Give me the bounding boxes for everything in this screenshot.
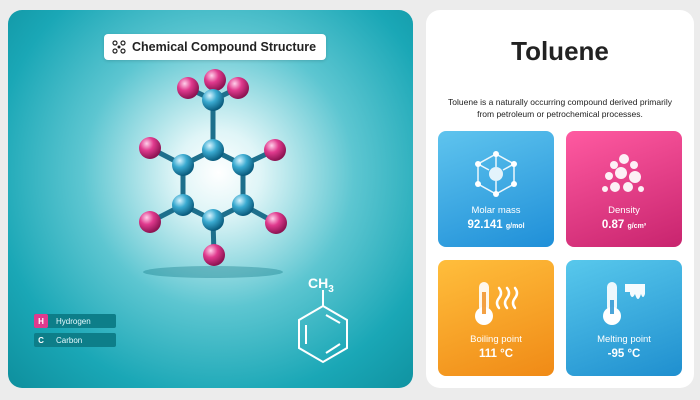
legend-hydrogen-label: Hydrogen (56, 316, 91, 326)
molar-mass-card: Molar mass 92.141 g/mol (438, 131, 554, 247)
compound-description: Toluene is a naturally occurring compoun… (448, 97, 672, 119)
melting-point-label: Melting point (597, 334, 651, 345)
info-panel: Toluene Toluene is a naturally occurring… (426, 10, 694, 388)
molar-mass-unit: g/mol (505, 223, 525, 230)
boiling-point-label: Boiling point (470, 334, 522, 345)
carbon-atoms (172, 89, 254, 231)
boiling-point-value: 111 °C (478, 348, 514, 360)
density-unit: g/cm³ (627, 223, 647, 230)
density-value: 0.87 (601, 219, 625, 231)
thermometer-steam-icon (475, 282, 519, 325)
bubbles-icon (602, 154, 644, 192)
structure-title-text: Chemical Compound Structure (132, 40, 317, 54)
thermometer-melt-icon (603, 282, 645, 325)
molecule-small-icon (112, 40, 126, 54)
structure-title: Chemical Compound Structure (104, 34, 327, 60)
legend-carbon-swatch: C (38, 335, 44, 345)
legend-hydrogen-swatch: H (34, 314, 48, 328)
molar-mass-value: 92.141 (467, 219, 503, 231)
legend-carbon: C Carbon (34, 333, 116, 347)
boiling-point-card: Boiling point 111 °C (438, 260, 554, 376)
legend-carbon-label: Carbon (56, 335, 83, 345)
molecule-3d-model: CH3 (139, 69, 348, 364)
compound-name: Toluene (511, 36, 609, 66)
density-card: Density 0.87 g/cm³ (566, 131, 682, 247)
structure-panel: Chemical Compound Structure (8, 10, 413, 388)
molecule-icon (475, 151, 517, 197)
molar-mass-value-line: 92.141 g/mol (438, 219, 554, 231)
legend-hydrogen: H Hydrogen (34, 314, 116, 328)
melting-point-card: Melting point -95 °C (566, 260, 682, 376)
methyl-label: CH3 (308, 275, 334, 295)
hydrogen-atoms (139, 69, 287, 266)
melting-point-value: -95 °C (607, 348, 641, 360)
molar-mass-label: Molar mass (471, 205, 521, 216)
density-label: Density (608, 205, 640, 216)
density-value-line: 0.87 g/cm³ (566, 219, 682, 231)
skeletal-formula (298, 290, 348, 364)
